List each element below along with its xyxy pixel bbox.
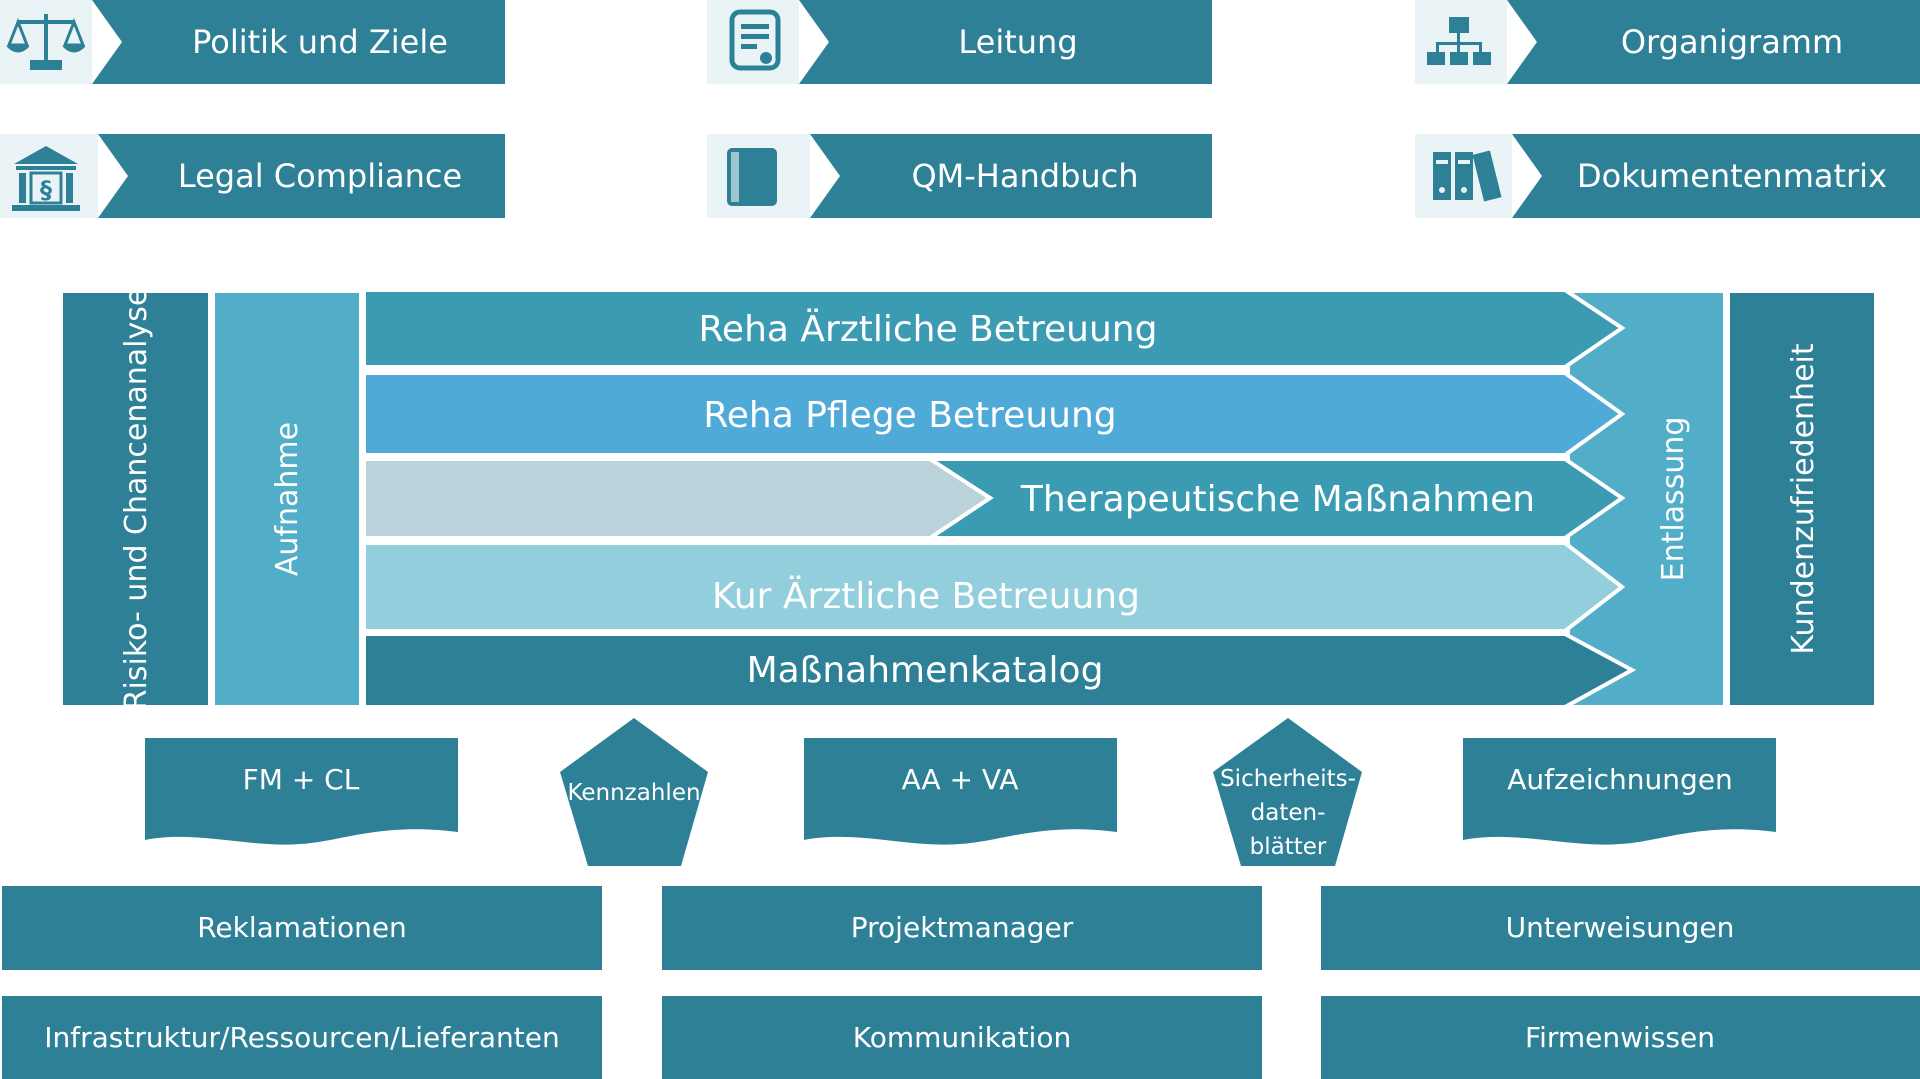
risiko-panel — [63, 293, 208, 705]
support-pentagon-kennzahlen[interactable]: Kennzahlen — [560, 718, 708, 866]
header-arrow — [98, 134, 505, 218]
process-row-reha-aerztliche-betreuung[interactable]: Reha Ärztliche Betreuung — [362, 288, 1626, 369]
header-arrow — [1512, 134, 1920, 218]
document-shape — [804, 738, 1117, 845]
header-link-politik-und-ziele[interactable]: Politik und Ziele — [0, 0, 505, 84]
footer-box-label: Kommunikation — [853, 1021, 1071, 1054]
kundenzufriedenheit-label: Kundenzufriedenheit — [1786, 343, 1821, 654]
header-arrow — [810, 134, 1212, 218]
row-label: Reha Pflege Betreuung — [703, 395, 1116, 436]
document-shape — [145, 738, 458, 845]
row-lead-segment — [362, 457, 994, 540]
pentagon-shape — [560, 718, 708, 866]
risiko-label: Risiko- und Chancenanalyse — [119, 288, 154, 711]
footer-box-bg — [662, 996, 1262, 1079]
header-link-organigramm[interactable]: Organigramm — [1415, 0, 1920, 84]
row-arrow — [362, 371, 1626, 457]
header-link-label: QM-Handbuch — [911, 157, 1138, 195]
process-row-therapeutische-massnahmen[interactable]: Therapeutische Maßnahmen — [362, 457, 1626, 540]
process-risiko-chancenanalyse[interactable]: Risiko- und Chancenanalyse — [63, 288, 208, 711]
entlassung-label: Entlassung — [1656, 417, 1691, 582]
binders-icon — [1433, 150, 1502, 202]
header-link-label: Politik und Ziele — [192, 23, 448, 61]
row-label: Kur Ärztliche Betreuung — [712, 575, 1140, 617]
process-aufnahme[interactable]: Aufnahme — [215, 293, 359, 705]
row-arrow — [362, 632, 1637, 709]
footer-box-label: Reklamationen — [197, 911, 407, 944]
footer-box-reklamationen[interactable]: Reklamationen — [2, 886, 602, 970]
courthouse-paragraph-icon: § — [12, 146, 80, 211]
row-arrow — [362, 541, 1626, 633]
footer-box-label: Projektmanager — [851, 911, 1074, 944]
footer-box-unterweisungen[interactable]: Unterweisungen — [1321, 886, 1920, 970]
pentagon-label-line3: blätter — [1250, 834, 1327, 860]
kundenzufriedenheit-panel — [1730, 293, 1874, 705]
support-doc-fm-cl[interactable]: FM + CL — [145, 738, 458, 845]
pentagon-label-line2: daten- — [1251, 800, 1326, 826]
row-label: Reha Ärztliche Betreuung — [699, 308, 1158, 350]
process-row-massnahmenkatalog[interactable]: Maßnahmenkatalog — [362, 632, 1637, 709]
header-arrow — [92, 0, 505, 84]
header-link-label: Leitung — [958, 23, 1077, 61]
footer-box-label: Infrastruktur/Ressourcen/Lieferanten — [44, 1021, 559, 1054]
header-link-label: Dokumentenmatrix — [1577, 157, 1887, 195]
support-pentagon-sicherheitsdatenblaetter[interactable]: Sicherheits- daten- blätter — [1213, 718, 1362, 866]
process-kundenzufriedenheit[interactable]: Kundenzufriedenheit — [1730, 293, 1874, 705]
document-label: FM + CL — [243, 763, 360, 796]
footer-box-infrastruktur[interactable]: Infrastruktur/Ressourcen/Lieferanten — [2, 996, 602, 1079]
header-link-legal-compliance[interactable]: § Legal Compliance — [0, 134, 505, 218]
support-doc-aufzeichnungen[interactable]: Aufzeichnungen — [1463, 738, 1776, 845]
process-row-kur-aerztliche-betreuung[interactable]: Kur Ärztliche Betreuung — [362, 541, 1626, 633]
row-arrow — [362, 288, 1626, 369]
document-label: AA + VA — [902, 763, 1019, 796]
certificate-document-icon — [729, 9, 781, 71]
footer-box-bg — [2, 886, 602, 970]
row-label: Maßnahmenkatalog — [747, 650, 1104, 691]
header-link-qm-handbuch[interactable]: QM-Handbuch — [707, 134, 1212, 218]
footer-box-label: Unterweisungen — [1506, 911, 1735, 944]
footer-box-projektmanager[interactable]: Projektmanager — [662, 886, 1262, 970]
pentagon-label: Kennzahlen — [567, 780, 700, 806]
row-label: Therapeutische Maßnahmen — [1020, 479, 1535, 520]
pentagon-label-line1: Sicherheits- — [1220, 766, 1356, 792]
footer-box-kommunikation[interactable]: Kommunikation — [662, 996, 1262, 1079]
header-link-dokumentenmatrix[interactable]: Dokumentenmatrix — [1415, 134, 1920, 218]
footer-box-label: Firmenwissen — [1525, 1021, 1715, 1054]
header-link-label: Organigramm — [1621, 23, 1843, 61]
footer-box-bg — [2, 996, 602, 1079]
document-label: Aufzeichnungen — [1507, 763, 1733, 796]
pentagon-shape — [1213, 718, 1362, 866]
header-arrow — [1507, 0, 1920, 84]
footer-box-firmenwissen[interactable]: Firmenwissen — [1321, 996, 1920, 1079]
footer-box-bg — [662, 886, 1262, 970]
svg-text:§: § — [40, 176, 52, 204]
org-chart-icon — [1427, 17, 1491, 65]
aufnahme-panel — [215, 293, 359, 705]
header-link-label: Legal Compliance — [178, 157, 462, 195]
handbook-icon — [727, 148, 777, 206]
aufnahme-label: Aufnahme — [270, 422, 305, 576]
header-link-leitung[interactable]: Leitung — [707, 0, 1212, 84]
process-row-reha-pflege-betreuung[interactable]: Reha Pflege Betreuung — [362, 371, 1626, 457]
footer-box-bg — [1321, 996, 1920, 1079]
document-shape — [1463, 738, 1776, 845]
header-arrow — [799, 0, 1212, 84]
footer-box-bg — [1321, 886, 1920, 970]
balance-scale-icon — [6, 14, 86, 70]
support-doc-aa-va[interactable]: AA + VA — [804, 738, 1117, 845]
